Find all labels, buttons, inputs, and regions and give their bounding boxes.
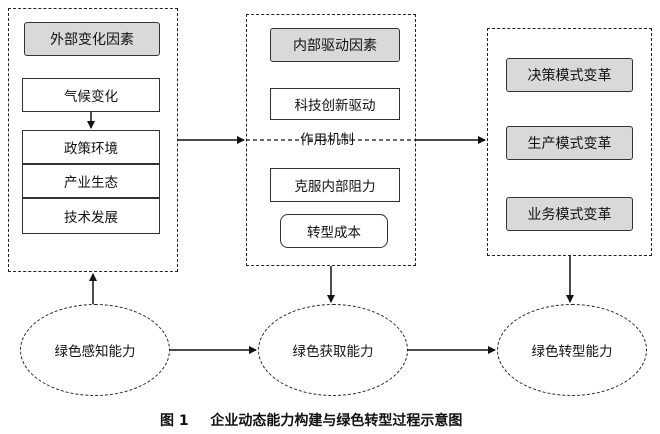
figure-title: 企业动态能力构建与绿色转型过程示意图 [210,413,463,429]
transformation-cost-box: 转型成本 [280,214,388,248]
green-acquiring-capability: 绿色获取能力 [258,304,408,396]
external-factors-panel [8,8,178,272]
overcome-resistance-box: 克服内部阻力 [270,168,400,202]
mode-change-panel [487,28,652,256]
internal-drivers-title: 内部驱动因素 [270,28,400,62]
tech-innovation-box: 科技创新驱动 [270,88,400,120]
decision-mode-box: 决策模式变革 [506,58,633,92]
figure-number: 图 1 [160,413,189,429]
green-transforming-capability: 绿色转型能力 [497,304,647,396]
figure-caption: 图 1 企业动态能力构建与绿色转型过程示意图 [160,410,462,430]
technology-development-box: 技术发展 [22,198,160,234]
mechanism-label-bg [298,129,360,139]
policy-environment-box: 政策环境 [22,130,160,164]
business-mode-box: 业务模式变革 [506,197,633,231]
climate-change-box: 气候变化 [22,78,160,112]
industry-ecology-box: 产业生态 [22,164,160,198]
green-sensing-capability: 绿色感知能力 [20,304,170,396]
production-mode-box: 生产模式变革 [506,126,633,160]
external-factors-title: 外部变化因素 [24,22,160,56]
